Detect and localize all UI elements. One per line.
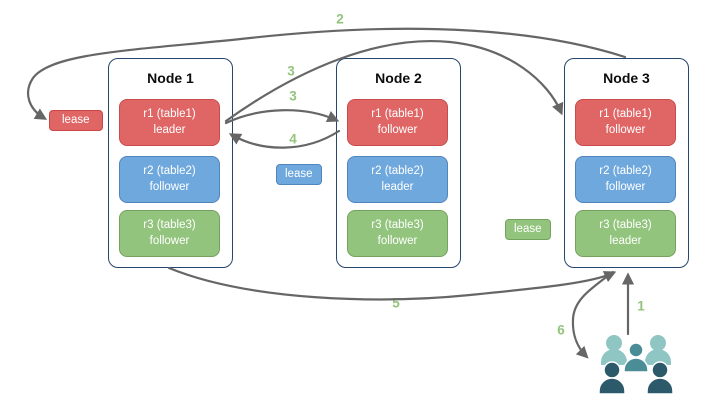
node-1-title: Node 1 (147, 70, 194, 86)
node-3-replica-r3: r3 (table3) leader (575, 210, 676, 257)
node-3-replica-r1: r1 (table1) follower (575, 99, 676, 146)
replica-role: follower (377, 123, 418, 136)
lease-badge-r3: lease (505, 219, 551, 240)
replica-label: r1 (table1) (371, 108, 424, 121)
node-1-replica-r3: r3 (table3) follower (119, 210, 220, 257)
node-1-replica-r1: r1 (table1) leader (119, 99, 220, 146)
node-3-title: Node 3 (603, 70, 650, 86)
step-label-3b: 3 (289, 88, 297, 104)
arrow-step-4-node2-to-node1 (228, 129, 341, 149)
replica-label: r1 (table1) (143, 108, 196, 121)
replica-label: r2 (table2) (371, 165, 424, 178)
replica-role: leader (153, 123, 186, 136)
step-label-2: 2 (336, 11, 344, 27)
step-label-5: 5 (392, 295, 400, 311)
node-3-replica-r2: r2 (table2) follower (575, 156, 676, 203)
replica-role: follower (605, 180, 646, 193)
lease-badge-r2: lease (276, 164, 322, 185)
arrow-step-3-node1-to-node2 (224, 109, 340, 125)
replica-label: r3 (table3) (143, 219, 196, 232)
arrow-step-5-node1-to-node3 (167, 266, 617, 301)
node-1: Node 1 r1 (table1) leader r2 (table2) fo… (108, 58, 233, 268)
node-1-replica-r2: r2 (table2) follower (119, 156, 220, 203)
step-label-4: 4 (289, 131, 297, 147)
replica-role: leader (381, 180, 414, 193)
step-label-1: 1 (637, 298, 645, 314)
replica-label: r3 (table3) (371, 219, 424, 232)
replica-role: leader (609, 234, 642, 247)
replica-role: follower (149, 180, 190, 193)
replica-role: follower (377, 234, 418, 247)
replica-label: r2 (table2) (143, 165, 196, 178)
node-2-replica-r1: r1 (table1) follower (347, 99, 448, 146)
replica-label: r1 (table1) (599, 108, 652, 121)
node-2-title: Node 2 (375, 70, 422, 86)
replica-role: follower (605, 123, 646, 136)
node-2: Node 2 r1 (table1) follower r2 (table2) … (336, 58, 461, 268)
step-label-3a: 3 (287, 63, 295, 79)
step-label-6: 6 (557, 322, 565, 338)
lease-badge-r1: lease (49, 110, 103, 131)
node-3: Node 3 r1 (table1) follower r2 (table2) … (564, 58, 689, 268)
replica-label: r2 (table2) (599, 165, 652, 178)
node-2-replica-r3: r3 (table3) follower (347, 210, 448, 257)
users-group-icon (597, 333, 675, 395)
node-2-replica-r2: r2 (table2) leader (347, 156, 448, 203)
replica-role: follower (149, 234, 190, 247)
replica-label: r3 (table3) (599, 219, 652, 232)
